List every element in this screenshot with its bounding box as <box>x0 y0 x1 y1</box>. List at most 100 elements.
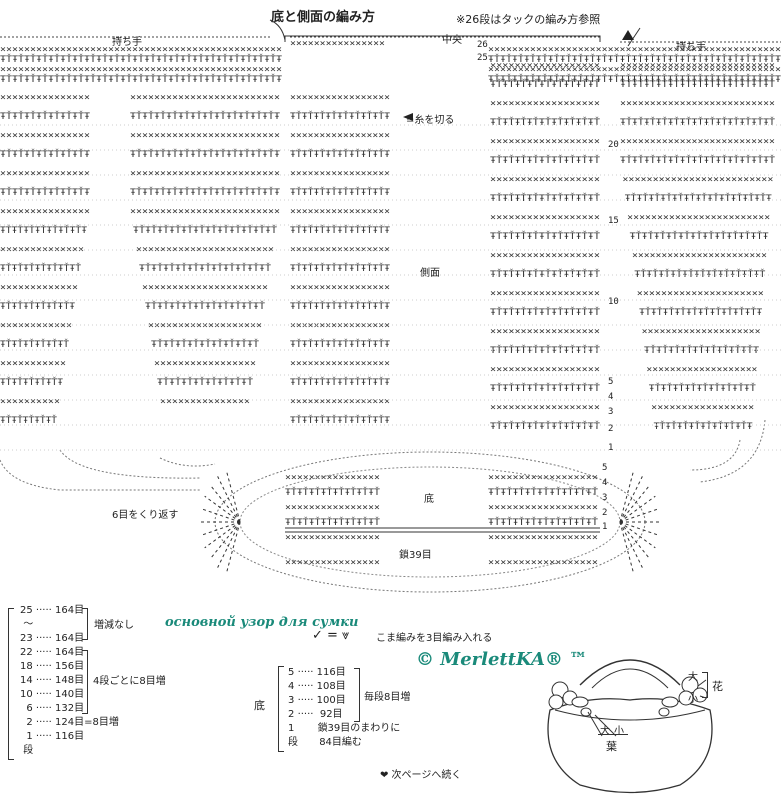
left-stitch-block: ××××××××××××××××××××××××××××××××××××××××… <box>0 45 283 426</box>
stitch-row: ŦŤŦŤŦŤŦŤŦŤŦŤŦŤŦŤŦŤ <box>490 420 601 432</box>
table-row: 6 ····· 132目 <box>26 703 85 714</box>
fan-stitch <box>619 470 635 523</box>
leaf-small-label: 小 <box>614 726 624 737</box>
leaf-large-label: 大 <box>600 726 610 737</box>
stitch-row: ŦŤŦŤŦŤŦŤŦŤŦŤŦŤŦŤŦŤŦ <box>644 344 760 356</box>
stitch-row: ×××××××××××××××××× <box>490 175 600 185</box>
stitch-row: ××××××××××××××× <box>0 207 90 217</box>
stitch-row: ×××××××××××××××××× <box>490 99 600 109</box>
center-stitch-block: ×××××××××××××××××××××××××××××××××ŦŤŦŤŦŤŦ… <box>285 39 391 568</box>
fan-stitch <box>217 521 241 568</box>
fan-stitch <box>204 495 241 523</box>
increase-symbol: ✓ = ⩔ <box>312 628 350 643</box>
fan-stitch <box>209 521 241 560</box>
stitch-row: ×××××××××××××××××× <box>488 558 598 568</box>
row26-note: ※26段はタックの編み方参照 <box>456 13 601 26</box>
stitch-diagram: ××××××××××××××××××××××××××××××××××××××××… <box>0 19 781 593</box>
stitch-row: ×××××××××××××××××× <box>488 473 598 483</box>
side-label: 側面 <box>420 268 440 279</box>
fan-stitch <box>225 521 241 574</box>
table-brace <box>8 608 14 760</box>
no-change-note: 増減なし <box>94 620 134 631</box>
leaf-bracket <box>598 734 628 735</box>
stitch-row: ×××××××××××××××× <box>285 533 380 543</box>
stitch-row: ×××××××××××××××××× <box>490 365 600 375</box>
handle-left-label: 持ち手 <box>112 37 142 48</box>
stitch-row: ×××××××××××××××××××××××××× <box>620 137 775 147</box>
stitch-row: ŦŤŦŤŦŤŦŤŦŤŦŤŦŤŦŤ <box>285 486 381 498</box>
stitch-row: ××××××××××××××××× <box>290 169 390 179</box>
table-row: 2 ····· 92目 <box>288 709 343 720</box>
stitch-row: ŦŤŦŤŦŤŦŤŦŤŦŤŦŤŦŤŦŤ <box>490 268 601 280</box>
stitch-row: ŦŤŦŤŦŤŦŤŦŤŦŤŦŤŦŤŦŤ <box>649 382 757 394</box>
stitch-row: ŦŤŦŤŦŤŦŤŦŤŦŤŦŤŦŤŦ <box>290 224 391 236</box>
stitch-row: ŦŤŦŤŦŤŦŤŦŤŦŤŦŤŦŤŦŤŦŤŦŤŦŤŦŤ <box>620 78 776 90</box>
stitch-row: ŦŤŦŤŦŤŦŤŦŤŦŤŦŤŦŤŦ <box>290 110 391 122</box>
row-number: 1 <box>608 443 614 453</box>
handle-right-label: 持ち手 <box>676 42 706 53</box>
stitch-row: ××××××××××××××× <box>0 169 90 179</box>
stitch-row: ××××××××××××××××××××××××× <box>130 131 280 141</box>
stitch-row: ŦŤŦŤŦŤŦŤŦŤŦŤŦŤŦŤŦŤŦŤŦŤ <box>634 268 766 280</box>
leaf-label: 葉 <box>606 740 617 753</box>
stitch-row: ŦŤŦŤŦŤŦŤŦŤŦŤŦŤŦ <box>0 148 91 160</box>
stitch-row: ŦŤŦŤŦŤŦŤŦŤŦŤŦŤŦŤŦŤŦŤŦŤŦŤŦŤŦŤŦŤŦŤŦŤŦŤŦŤŦŤ… <box>0 73 283 85</box>
stitch-row: ŦŤŦŤŦŤŦŤŦŤŦŤ <box>0 338 70 350</box>
center-label: 中央 <box>442 35 462 46</box>
stitch-row: ŦŤŦŤŦŤŦŤŦŤŦŤŦŤŦŤŦŤŦŤŦŤŦŤŦ <box>625 192 773 204</box>
stitch-row: ××××××××××××××××××× <box>148 321 262 331</box>
increase-note: 4段ごとに8目増 <box>93 676 166 687</box>
stitch-row: ×××××××××××××××× <box>285 473 380 483</box>
stitch-row: ××××××××××××× <box>0 283 78 293</box>
stitch-row: ×××××××××××××××××××××××××× <box>620 99 775 109</box>
fan-stitch <box>619 484 651 523</box>
stitch-row: ŦŤŦŤŦŤŦŤŦŤŦŤŦŤŦŤŦŤ <box>490 230 601 242</box>
stitch-row: ×××××××××××××××××××× <box>642 327 761 337</box>
table-row: 5 ····· 116目 <box>288 667 346 678</box>
stitch-row: ××××××××××××××××××××××××××××××××××××××××… <box>488 45 781 55</box>
stitch-row: ××××××××××××××××××××× <box>142 283 268 293</box>
stitch-row: ××××××××××××××× <box>0 131 90 141</box>
stitch-row: ××××××××××××××××× <box>651 403 754 413</box>
stitch-row: ŦŤŦŤŦŤŦŤŦŤŦŤŦŤŦŤ <box>157 376 254 388</box>
stitch-row: ×××××××××××××××××× <box>488 503 598 513</box>
right-stitch-block: ××××××××××××××××××××××××××××××××××××××××… <box>488 45 781 568</box>
table-row: 1 鎖39目のまわりに <box>288 723 401 734</box>
stitch-row: ××××××××××××××××××× <box>646 365 757 375</box>
stitch-row: ××××××××××××××××× <box>290 131 390 141</box>
legend-text: こま編みを3目編み入れる <box>376 633 493 644</box>
stitch-row: ŦŤŦŤŦŤŦŤŦŤŦŤŦŤŦŤŦ <box>290 148 391 160</box>
diagram-title: 底と側面の編み方 <box>271 10 376 25</box>
stitch-row: ŦŤŦŤŦŤŦŤŦŤŦŤŦŤŦŤŦŤ <box>490 344 601 356</box>
bottom-table-label: 底 <box>254 699 265 712</box>
flower-small-label: 小 <box>688 694 698 705</box>
table-row: 段 <box>23 745 34 756</box>
fan-stitch <box>619 521 656 549</box>
russian-caption: основной узор для сумки <box>165 615 359 630</box>
stitch-row: ××××××××××××××××× <box>290 207 390 217</box>
table-row: 23 ····· 164目 <box>20 633 85 644</box>
row-number: 20 <box>608 140 619 150</box>
stitch-row: ŦŤŦŤŦŤŦŤŦŤŦŤŦŤŦŤŦŤŦŤŦŤŦŤ <box>133 224 278 236</box>
fan-stitch <box>201 521 241 536</box>
stitch-row: ŦŤŦŤŦŤŦŤŦŤŦŤŦŤŦŤŦŤŦŤŦŤŦŤŦ <box>130 110 281 122</box>
stitch-row: ŦŤŦŤŦŤŦŤŦŤŦŤŦŤŦŤŦŤ <box>490 78 601 90</box>
stitch-row: ×××××××××××××××××× <box>490 213 600 223</box>
stitch-row: ŦŤŦŤŦŤŦŤŦŤŦŤŦŤŦŤŦŤ <box>488 516 599 528</box>
stitch-row: ×××××××××××××××× <box>290 39 385 49</box>
stitch-row: ŦŤŦŤŦŤŦŤŦŤŦŤŦŤ <box>0 262 82 274</box>
copyright: © MerlettKA® ™ <box>416 649 588 670</box>
stitch-row: ŦŤŦŤŦŤŦŤŦŤŦŤŦŤŦŤŦŤ <box>490 116 601 128</box>
table-brace <box>354 668 360 722</box>
stitch-row: ŦŤŦŤŦŤŦŤŦŤŦŤŦŤŦŤŦ <box>290 300 391 312</box>
side-count-table: 25 ····· 164目 〜 23 ····· 164目 22 ····· 1… <box>20 604 119 758</box>
stitch-row: ×××××××××××××××××× <box>490 403 600 413</box>
stitch-row: ××××××××××××××× <box>0 93 90 103</box>
stitch-row: ŦŤŦŤŦŤŦŤŦŤŦŤŦŤŦŤŦ <box>290 262 391 274</box>
stitch-row: ×××××××××××× <box>0 321 72 331</box>
table-row: 22 ····· 164目 <box>20 647 85 658</box>
stitch-row: ×××××××××××××××××× <box>488 533 598 543</box>
stitch-row: ŦŤŦŤŦŤŦŤŦŤŦŤŦŤŦŤŦ <box>290 186 391 198</box>
stitch-row: ×××××××××××××××××××××××××× <box>620 61 775 71</box>
fan-stitch <box>209 484 241 523</box>
